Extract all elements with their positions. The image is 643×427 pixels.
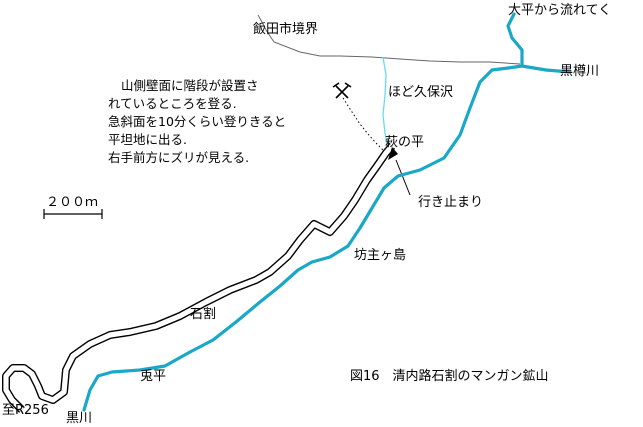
label-ishiwari: 石割 bbox=[190, 306, 216, 322]
route-note: 山側壁面に階段が設置さ れているところを登る. 急斜面を10分くらい登りきると … bbox=[108, 78, 286, 165]
label-road-end: 行き止まり bbox=[418, 195, 483, 210]
city-boundary-line bbox=[257, 14, 521, 65]
scale-label: ２００ｍ bbox=[46, 195, 98, 210]
road-end-leader bbox=[395, 159, 411, 196]
kurokawa-river bbox=[82, 64, 572, 412]
note-line: れているところを登る. bbox=[108, 96, 237, 111]
label-city-boundary: 飯田市境界 bbox=[253, 21, 318, 37]
hiking-trail bbox=[342, 97, 384, 151]
label-kurokawa: 黒川 bbox=[66, 411, 92, 426]
label-usagidaira: 兎平 bbox=[140, 369, 166, 384]
label-from-ohira: 大平から流れてく bbox=[508, 3, 611, 18]
crossed-hammers-icon bbox=[332, 82, 352, 99]
scale-bar bbox=[43, 209, 103, 219]
figure-caption: 図16 清内路石割のマンガン鉱山 bbox=[350, 368, 549, 384]
note-line: 急斜面を10分くらい登りきると bbox=[108, 114, 286, 129]
label-bozugashima: 坊主ヶ島 bbox=[354, 248, 406, 263]
hodokubo-stream bbox=[382, 56, 389, 151]
note-line: 山側壁面に階段が設置さ bbox=[121, 78, 259, 93]
note-line: 右手前方にズリが見える. bbox=[108, 150, 249, 165]
arrow-marker-icon bbox=[388, 147, 398, 160]
road bbox=[2, 143, 396, 413]
label-kurogiku-river: 黒樽川 bbox=[560, 63, 599, 79]
label-to-r256: 至R256 bbox=[2, 403, 49, 418]
note-line: 平坦地に出る. bbox=[108, 132, 187, 147]
label-hodokubo-sawa: ほど久保沢 bbox=[388, 85, 453, 100]
ohira-tributary bbox=[506, 12, 524, 68]
label-hagi-no-taira: 萩の平 bbox=[385, 135, 424, 150]
